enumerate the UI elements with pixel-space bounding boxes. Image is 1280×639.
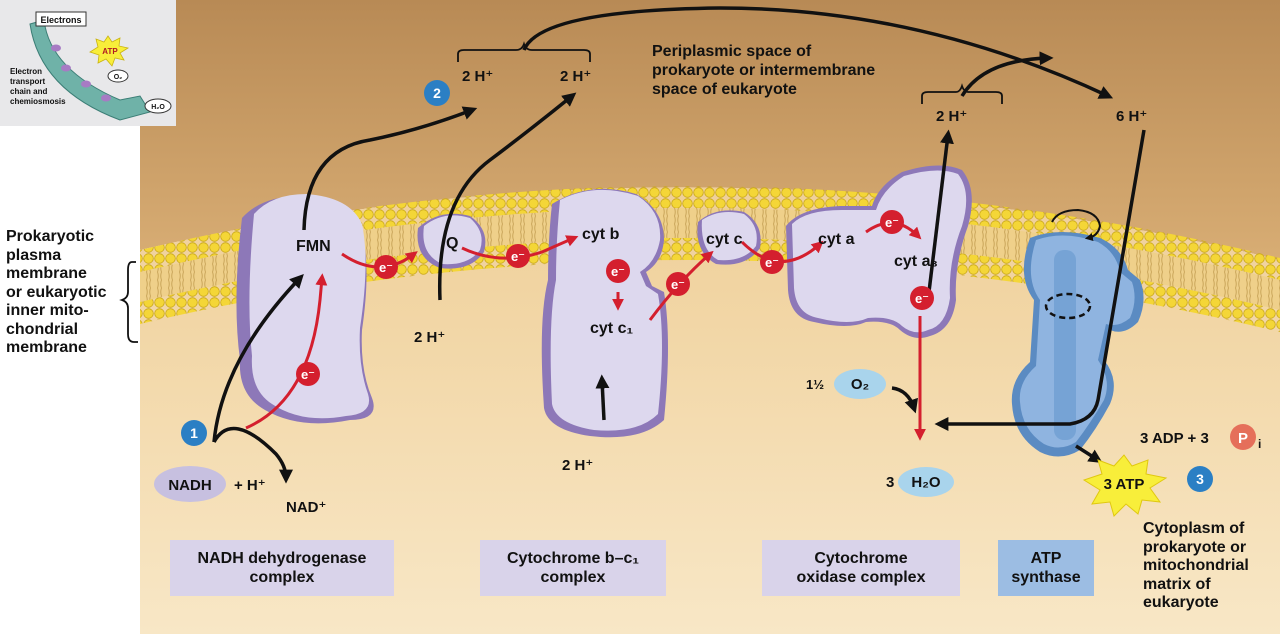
svg-text:H₂O: H₂O [911, 474, 940, 491]
proton-bottom: 2 H⁺ [562, 457, 593, 474]
electron-5: e⁻ [666, 272, 690, 296]
adp-label: 3 ADP + 3 [1140, 430, 1209, 447]
periplasmic-space-label: Periplasmic space of prokaryote or inter… [652, 43, 876, 98]
svg-text:P: P [1238, 430, 1248, 447]
phosphate-subscript: i [1258, 437, 1261, 451]
proton-below-q: 2 H⁺ [414, 329, 445, 346]
step-three-badge: 3 [1187, 466, 1213, 492]
svg-text:3 ATP: 3 ATP [1104, 476, 1145, 493]
proton-six: 6 H⁺ [1116, 108, 1147, 125]
svg-text:2: 2 [433, 85, 441, 101]
cyt-a3-label: cyt a₃ [894, 253, 938, 270]
step-one-badge: 1 [181, 420, 207, 446]
proton-flow-arrows [212, 6, 1146, 484]
inset-caption-1: Electron [10, 67, 42, 76]
inset-o2-label: O₂ [114, 74, 123, 81]
proton-top-mid: 2 H⁺ [560, 68, 591, 85]
electron-2: e⁻ [374, 255, 398, 279]
fmn-label: FMN [296, 238, 331, 255]
step-two-badge: 2 [424, 80, 450, 106]
svg-text:e⁻: e⁻ [885, 215, 899, 230]
proton-top-right: 2 H⁺ [936, 108, 967, 125]
phosphate-badge: P [1230, 424, 1256, 450]
svg-text:e⁻: e⁻ [611, 264, 625, 279]
electron-3: e⁻ [506, 244, 530, 268]
cyt-c1-label: cyt c₁ [590, 320, 633, 337]
electron-8: e⁻ [910, 286, 934, 310]
membrane-side-label: Prokaryotic plasma membrane or eukaryoti… [6, 228, 107, 356]
plus-h-label: + H⁺ [234, 477, 266, 494]
o2-ellipse: O₂ [834, 369, 886, 399]
atp-synthase-shape [1011, 208, 1144, 457]
atp-starburst: 3 ATP [1082, 454, 1168, 517]
nadh-dehydrogenase-shape [236, 194, 374, 424]
cytoplasm-label: Cytoplasm of prokaryote or mitochondrial… [1143, 520, 1249, 611]
electron-markers: e⁻ e⁻ e⁻ e⁻ e⁻ e⁻ e⁻ e⁻ [296, 210, 934, 386]
inset-caption-3: chain and [10, 87, 47, 96]
inset-caption-4: chemiosmosis [10, 97, 66, 106]
electron-4: e⁻ [606, 259, 630, 283]
inset-h2o-label: H₂O [151, 104, 165, 111]
svg-text:e⁻: e⁻ [765, 255, 779, 270]
inset-caption-2: transport [10, 77, 45, 86]
svg-text:e⁻: e⁻ [511, 249, 525, 264]
q-carrier-shape [417, 213, 486, 269]
svg-text:e⁻: e⁻ [671, 277, 685, 292]
svg-text:3: 3 [1196, 471, 1204, 487]
h2o-ellipse: H₂O [898, 467, 954, 497]
svg-text:e⁻: e⁻ [915, 291, 929, 306]
svg-text:1: 1 [190, 425, 198, 441]
cyt-a-label: cyt a [818, 231, 855, 248]
o2-coefficient: 1½ [806, 377, 824, 392]
cyt-b-label: cyt b [582, 226, 620, 243]
proton-braces [119, 41, 1003, 343]
nadh-ellipse: NADH [154, 466, 226, 502]
electron-6: e⁻ [760, 250, 784, 274]
nad-label: NAD⁺ [286, 499, 326, 516]
proton-top-left: 2 H⁺ [462, 68, 493, 85]
svg-text:e⁻: e⁻ [301, 367, 315, 382]
cytoplasm-region [140, 187, 1280, 634]
svg-text:NADH: NADH [168, 477, 211, 494]
cyt-c-label: cyt c [706, 231, 743, 248]
electron-7: e⁻ [880, 210, 904, 234]
inset-atp-label: ATP [102, 47, 118, 56]
overview-inset: Electrons ATP O₂ H₂O Electron transport … [0, 0, 176, 126]
cytochrome-bc1-shape [541, 188, 668, 438]
inset-electrons-label: Electrons [40, 15, 81, 25]
inset-graphic: Electrons ATP O₂ H₂O Electron transport … [10, 11, 172, 121]
svg-text:O₂: O₂ [851, 376, 869, 393]
svg-text:e⁻: e⁻ [379, 260, 393, 275]
electron-1: e⁻ [296, 362, 320, 386]
q-label: Q [446, 235, 458, 252]
h2o-coefficient: 3 [886, 474, 894, 491]
periplasmic-region [140, 0, 1280, 260]
